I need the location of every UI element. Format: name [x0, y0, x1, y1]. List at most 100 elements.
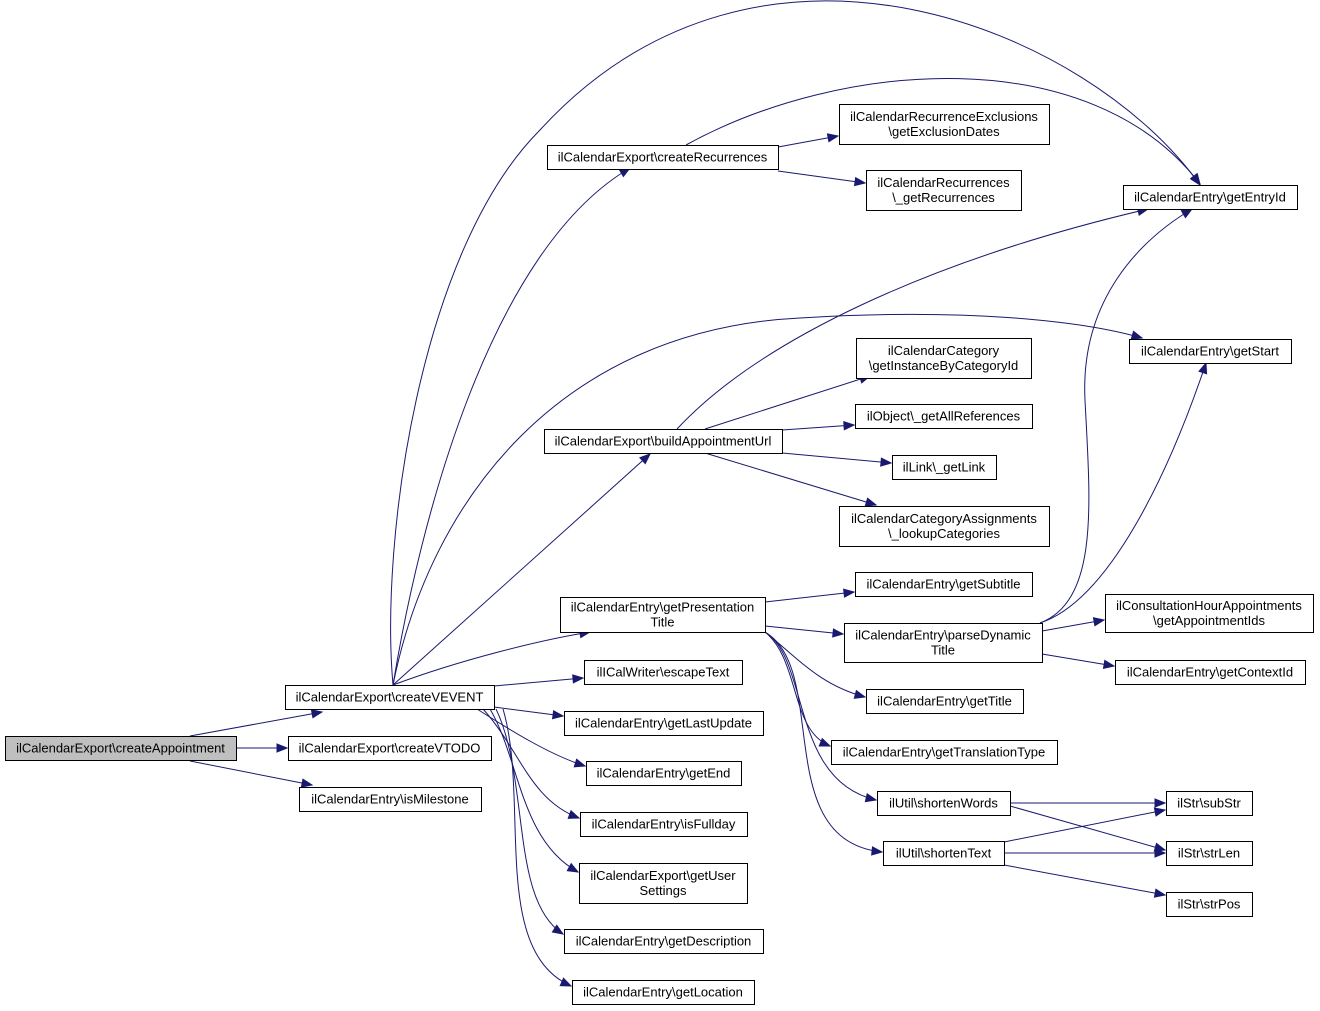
edge-createVEVENT-to-getLocation	[502, 708, 573, 987]
node-root[interactable]: ilCalendarExport\createAppointment	[5, 736, 237, 761]
arrowhead	[1153, 888, 1167, 898]
node-escapeText[interactable]: ilICalWriter\escapeText	[584, 660, 743, 685]
node-label: ilCalendarExport\createRecurrences	[558, 150, 768, 165]
node-getLocation[interactable]: ilCalendarEntry\getLocation	[572, 980, 755, 1005]
arrowhead	[880, 457, 893, 467]
node-box	[1115, 660, 1306, 685]
arrowhead	[832, 628, 845, 638]
node-getAllReferences[interactable]: ilObject\_getAllReferences	[855, 404, 1033, 429]
node-getDescription[interactable]: ilCalendarEntry\getDescription	[564, 929, 764, 954]
arrowhead	[567, 809, 581, 819]
node-label: ilCalendarCategoryAssignments	[851, 511, 1037, 526]
node-box	[560, 597, 766, 633]
node-label: ilCalendarEntry\getDescription	[576, 934, 752, 949]
edge-createRecurrences-to-getRecurrences	[777, 170, 867, 187]
arrowhead	[1198, 361, 1208, 375]
node-label: ilCalendarEntry\getEntryId	[1134, 190, 1286, 205]
node-box	[584, 660, 743, 685]
arrowhead	[853, 176, 867, 187]
node-label: Settings	[640, 883, 687, 898]
arrowhead	[864, 793, 878, 803]
node-lookupCategories[interactable]: ilCalendarCategoryAssignments\_lookupCat…	[839, 506, 1050, 547]
arrowhead	[853, 689, 867, 699]
node-strPos[interactable]: ilStr\strPos	[1166, 892, 1253, 917]
node-box	[1105, 594, 1314, 633]
edge-buildAppointmentUrl-to-getAllReferences	[781, 421, 856, 431]
node-box	[877, 791, 1011, 816]
node-box	[579, 863, 748, 904]
node-box	[855, 572, 1033, 597]
node-subStr[interactable]: ilStr\subStr	[1166, 791, 1253, 816]
node-getRecurrences[interactable]: ilCalendarRecurrences\_getRecurrences	[866, 170, 1022, 211]
node-label: ilStr\strLen	[1178, 846, 1240, 861]
node-shortenWords[interactable]: ilUtil\shortenWords	[877, 791, 1011, 816]
edge-parseDynamicTitle-to-getStart	[1039, 361, 1208, 624]
arrowhead	[639, 453, 652, 465]
edges-layer	[189, 0, 1208, 987]
node-getTitle[interactable]: ilCalendarEntry\getTitle	[866, 689, 1024, 714]
edge-getPresentationTitle-to-getTranslationType	[764, 631, 832, 747]
node-label: ilCalendarEntry\getEnd	[597, 766, 731, 781]
node-box	[1129, 339, 1292, 364]
node-buildAppointmentUrl[interactable]: ilCalendarExport\buildAppointmentUrl	[544, 429, 783, 454]
node-getAppointmentIds[interactable]: ilConsultationHourAppointments\getAppoin…	[1105, 594, 1314, 633]
node-label: ilCalendarEntry\getLocation	[583, 985, 743, 1000]
arrowhead	[843, 588, 856, 598]
edge-parseDynamicTitle-to-getContextId	[1041, 653, 1116, 669]
edge-shortenText-to-strPos	[1003, 864, 1167, 898]
node-label: ilUtil\shortenWords	[889, 796, 998, 811]
edge-parseDynamicTitle-to-getEntryId	[1039, 208, 1194, 624]
node-createRecurrences[interactable]: ilCalendarExport\createRecurrences	[547, 145, 779, 170]
node-box	[866, 170, 1022, 211]
node-shortenText[interactable]: ilUtil\shortenText	[883, 841, 1005, 866]
edge-shortenWords-to-strLen	[1009, 805, 1167, 852]
node-label: ilCalendarEntry\getContextId	[1127, 665, 1293, 680]
node-isMilestone[interactable]: ilCalendarEntry\isMilestone	[299, 787, 482, 812]
node-label: ilStr\subStr	[1177, 796, 1241, 811]
arrowhead	[573, 758, 587, 768]
edge-createVEVENT-to-getStart	[392, 313, 1144, 686]
node-label: ilObject\_getAllReferences	[867, 409, 1021, 424]
node-getInstanceByCategoryId[interactable]: ilCalendarCategory\getInstanceByCategory…	[856, 338, 1032, 379]
edge-parseDynamicTitle-to-getAppointmentIds	[1041, 617, 1106, 632]
edge-createVEVENT-to-isFullday	[482, 708, 581, 819]
node-label: ilUtil\shortenText	[896, 846, 992, 861]
node-getSubtitle[interactable]: ilCalendarEntry\getSubtitle	[855, 572, 1033, 597]
edge-createVEVENT-to-getEntryId	[390, 0, 1201, 686]
arrowhead	[843, 421, 856, 431]
node-strLen[interactable]: ilStr\strLen	[1166, 841, 1253, 866]
edge-createVEVENT-to-getLastUpdate	[493, 706, 565, 720]
node-label: ilCalendarExport\buildAppointmentUrl	[555, 434, 772, 449]
node-label: ilCalendarEntry\getTitle	[877, 694, 1012, 709]
node-getEnd[interactable]: ilCalendarEntry\getEnd	[586, 761, 742, 786]
node-getLastUpdate[interactable]: ilCalendarEntry\getLastUpdate	[564, 711, 764, 736]
node-box	[1166, 892, 1253, 917]
node-box	[564, 929, 764, 954]
arrowhead	[818, 737, 832, 747]
node-getLink[interactable]: ilLink\_getLink	[892, 455, 997, 480]
node-box	[1166, 791, 1253, 816]
node-getEntryId[interactable]: ilCalendarEntry\getEntryId	[1123, 185, 1298, 210]
node-box	[839, 104, 1050, 145]
node-getContextId[interactable]: ilCalendarEntry\getContextId	[1115, 660, 1306, 685]
arrowhead	[566, 862, 580, 873]
node-getStart[interactable]: ilCalendarEntry\getStart	[1129, 339, 1292, 364]
node-label: ilCalendarEntry\getStart	[1141, 344, 1279, 359]
arrowhead	[551, 924, 565, 935]
node-box	[844, 623, 1043, 663]
node-createVEVENT[interactable]: ilCalendarExport\createVEVENT	[285, 685, 495, 710]
edge-createVEVENT-to-getDescription	[495, 708, 565, 935]
node-isFullday[interactable]: ilCalendarEntry\isFullday	[580, 812, 748, 837]
node-getExclusionDates[interactable]: ilCalendarRecurrenceExclusions\getExclus…	[839, 104, 1050, 145]
arrowhead	[1102, 659, 1116, 669]
node-getTranslationType[interactable]: ilCalendarEntry\getTranslationType	[831, 740, 1058, 765]
node-box	[839, 506, 1050, 547]
node-createVTODO[interactable]: ilCalendarExport\createVTODO	[288, 736, 492, 761]
node-box	[1166, 841, 1253, 866]
node-box	[586, 761, 742, 786]
node-box	[856, 338, 1032, 379]
edge-shortenText-to-subStr	[1003, 807, 1167, 843]
